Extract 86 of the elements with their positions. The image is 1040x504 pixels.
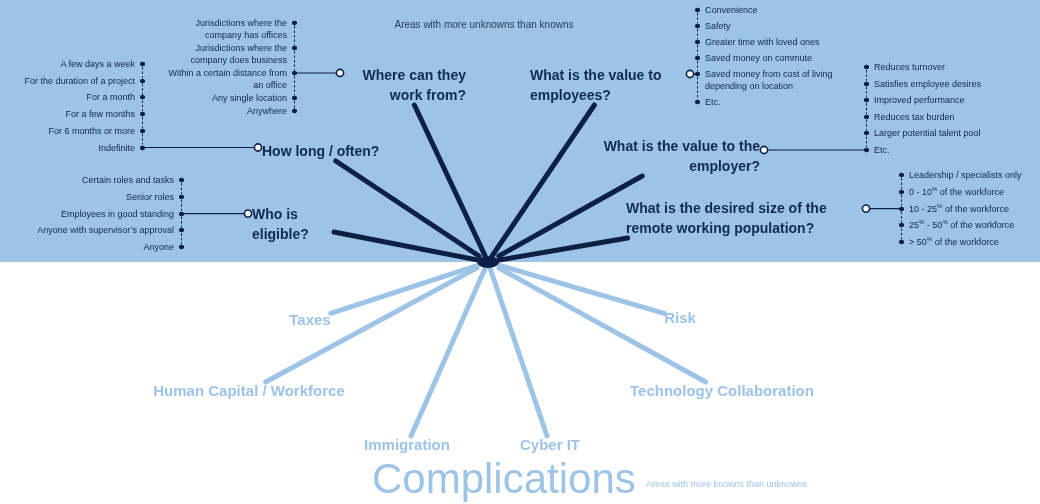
dashed-connector [181,199,182,212]
dashed-connector [697,60,698,72]
list-item: Safety [695,20,731,32]
spoke-line [328,263,480,316]
category-label: Human Capital / Workforce [153,382,345,400]
list-item: Indefinite [98,141,145,154]
question-label: How long / often? [262,141,380,161]
question-label: What is the value to employees? [530,65,686,105]
list-item: 10 - 25$^{%}$ of the workforce [899,202,1009,215]
spoke-line [263,265,480,385]
dashed-connector [697,28,698,40]
question-label: Who is eligible? [252,204,334,244]
dashed-connector [142,83,143,95]
dashed-connector [294,25,295,46]
leader-line [144,143,263,152]
list-item: Larger potential talent pool [864,127,981,140]
spoke-line [331,229,480,263]
dashed-connector [901,227,902,240]
list-item: Anyone with supervisor’s approval [37,224,184,237]
dashed-connector [901,177,902,190]
category-label: Risk [664,309,696,327]
leader-line [183,209,253,218]
category-label: Taxes [289,311,331,329]
spoke-line [487,265,550,439]
list-item: A few days a week [60,58,145,70]
spoke-line [489,102,597,259]
dashed-connector [142,116,143,129]
subtitle-note: Areas with more unknowns than knowns [394,19,574,31]
category-label: Technology Collaboration [630,382,814,400]
question-label: What is the desired size of the remote working population? [626,198,862,238]
spoke-line [333,158,482,259]
dashed-connector [866,102,867,115]
question-label: Where can they work from? [344,65,466,105]
list-item: Improved performance [864,94,965,107]
list-item: For 6 months or more [48,124,145,137]
leader-line [759,145,865,155]
spoke-line [496,235,631,263]
dashed-connector [866,86,867,98]
list-item: Greater time with loved ones [695,36,820,48]
question-label: What is the value to the employer? [596,136,760,176]
leader-line [296,68,345,78]
spoke-line [496,173,645,259]
dashed-connector [697,12,698,24]
section-heading: Complications [372,455,636,503]
spoke-line [408,265,488,439]
dashed-connector [142,99,143,112]
dashed-connector [901,194,902,207]
dashed-connector [866,119,867,131]
list-item: Reduces turnover [864,61,946,73]
list-item: Reduces tax burden [864,110,955,123]
leader-line [685,69,696,79]
list-item: Convenience [695,4,758,16]
list-item: Etc. [695,96,721,108]
list-item: Anyone [143,241,184,254]
list-item: Leadership / specialists only [899,169,1022,181]
dashed-connector [142,66,143,79]
dashed-connector [697,44,698,56]
list-item: Saved money on commute [695,52,813,64]
dashed-connector [866,69,867,82]
category-label: Immigration [364,436,450,454]
dashed-connector [697,76,698,100]
spoke-line [496,265,709,385]
list-item: Anywhere [246,105,297,117]
dashed-connector [142,133,143,145]
list-item: Any single location [211,92,297,104]
leader-line [861,204,900,213]
list-item: For the duration of a project [24,74,145,87]
subtitle-note: Areas with more knowns than unknowns [646,479,808,489]
spoke-line [496,262,667,316]
dashed-connector [181,232,182,245]
list-item: Certain roles and tasks [81,174,184,186]
dashed-connector [294,50,295,71]
dashed-connector [294,100,295,109]
list-item: Within a certain distance from an office [165,67,297,91]
dashed-connector [294,75,295,96]
list-item: Etc. [864,144,890,156]
dashed-connector [181,216,182,228]
dashed-connector [181,182,182,195]
list-item: Employees in good standing [60,207,184,220]
spoke-line [411,102,488,259]
category-label: Cyber IT [520,436,580,454]
dashed-connector [866,135,867,148]
list-item: Satisfies employee desires [864,77,982,90]
dashed-connector [901,211,902,223]
list-item: 0 - 10$^{%}$ of the workforce [899,185,1004,198]
list-item: Senior roles [125,190,184,203]
